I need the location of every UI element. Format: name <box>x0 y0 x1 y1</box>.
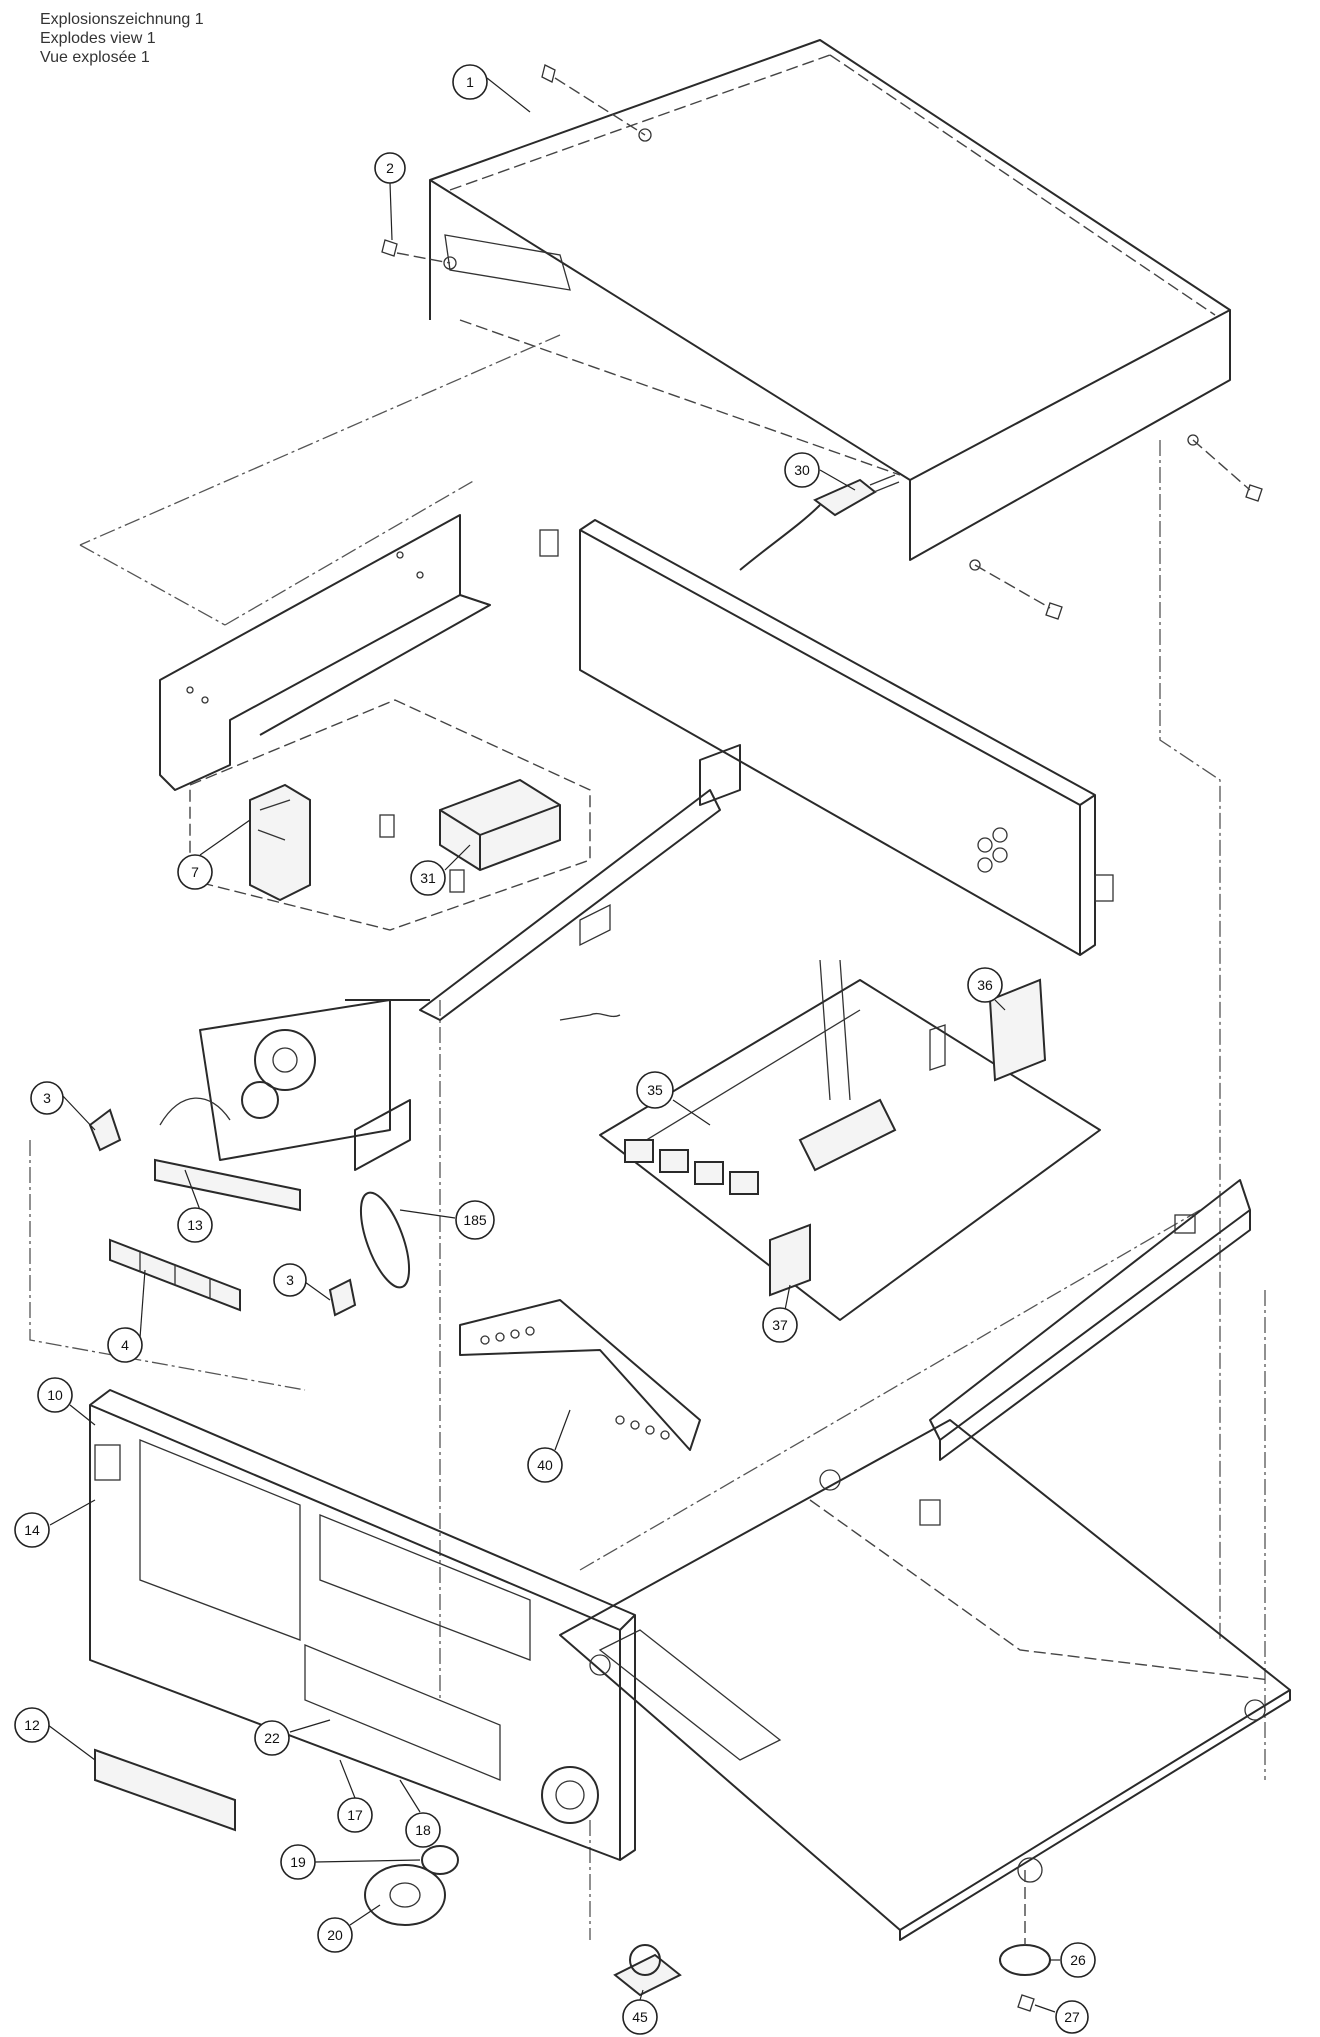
belt <box>359 1191 411 1289</box>
svg-text:45: 45 <box>632 2009 648 2025</box>
title-fr: Vue explosée 1 <box>40 49 150 66</box>
chassis-frame <box>345 744 741 1021</box>
svg-text:35: 35 <box>647 1082 663 1098</box>
top-cover <box>429 39 1231 571</box>
callout-3a: 3 <box>30 1081 64 1115</box>
callout-13: 13 <box>177 1207 213 1243</box>
svg-text:14: 14 <box>24 1522 40 1538</box>
socket <box>613 1944 682 1997</box>
svg-text:27: 27 <box>1064 2009 1080 2025</box>
callout-27: 27 <box>1055 2000 1089 2034</box>
screws-top <box>381 64 1263 620</box>
right-switch <box>929 978 1047 1082</box>
svg-text:22: 22 <box>264 1730 280 1746</box>
svg-text:185: 185 <box>463 1212 487 1228</box>
rear-panel <box>539 519 1114 956</box>
left-bracket <box>159 514 491 791</box>
callout-185: 185 <box>455 1200 495 1240</box>
callout-19: 19 <box>280 1844 316 1880</box>
callout-18: 18 <box>405 1812 441 1848</box>
svg-text:12: 12 <box>24 1717 40 1733</box>
callout-7: 7 <box>177 854 213 890</box>
svg-text:36: 36 <box>977 977 993 993</box>
callout-12: 12 <box>14 1707 50 1743</box>
callout-4: 4 <box>107 1327 143 1363</box>
svg-text:37: 37 <box>772 1317 788 1333</box>
svg-text:7: 7 <box>191 864 199 880</box>
callout-30: 30 <box>784 452 820 488</box>
power-cord <box>739 474 900 571</box>
guide-lines <box>29 334 1266 1940</box>
svg-text:30: 30 <box>794 462 810 478</box>
transformer-assembly <box>189 699 591 931</box>
foot <box>999 1870 1051 2012</box>
svg-text:10: 10 <box>47 1387 63 1403</box>
bottom-plate <box>559 1419 1291 1941</box>
callout-31: 31 <box>410 860 446 896</box>
volume-knob <box>364 1845 459 1926</box>
main-pcb <box>599 959 1101 1321</box>
callout-40: 40 <box>527 1447 563 1483</box>
svg-text:26: 26 <box>1070 1952 1086 1968</box>
title-de: Explosionszeichnung 1 <box>40 11 204 28</box>
svg-text:13: 13 <box>187 1217 203 1233</box>
callout-36: 36 <box>967 967 1003 1003</box>
button-strip <box>109 1238 241 1312</box>
svg-text:19: 19 <box>290 1854 306 1870</box>
svg-text:20: 20 <box>327 1927 343 1943</box>
svg-text:40: 40 <box>537 1457 553 1473</box>
callout-26: 26 <box>1060 1942 1096 1978</box>
callout-2: 2 <box>374 152 406 184</box>
svg-text:31: 31 <box>420 870 436 886</box>
title-block: Explosionszeichnung 1 Explodes view 1 Vu… <box>40 10 204 67</box>
svg-text:3: 3 <box>286 1272 294 1288</box>
front-panel <box>89 1389 636 1861</box>
side-bracket <box>919 1179 1251 1526</box>
callout-14: 14 <box>14 1512 50 1548</box>
tape-door <box>94 1748 236 1832</box>
svg-text:3: 3 <box>43 1090 51 1106</box>
svg-text:18: 18 <box>415 1822 431 1838</box>
led-pcb <box>459 1299 701 1451</box>
svg-text:4: 4 <box>121 1337 129 1353</box>
callouts: 1 2 30 7 31 3 13 185 4 3 35 36 37 40 10 … <box>14 64 1096 2035</box>
callout-20: 20 <box>317 1917 353 1953</box>
svg-text:2: 2 <box>386 160 394 176</box>
svg-text:1: 1 <box>466 74 474 90</box>
callout-10: 10 <box>37 1377 73 1413</box>
small-lever <box>88 1108 357 1317</box>
callout-45: 45 <box>622 1999 658 2035</box>
callout-37: 37 <box>762 1307 798 1343</box>
callout-1: 1 <box>452 64 488 100</box>
callout-3b: 3 <box>273 1263 307 1297</box>
callout-35: 35 <box>636 1071 674 1109</box>
svg-text:17: 17 <box>347 1807 363 1823</box>
callout-22: 22 <box>254 1720 290 1756</box>
title-en: Explodes view 1 <box>40 30 156 47</box>
tape-mechanism <box>154 999 411 1212</box>
callout-17: 17 <box>337 1797 373 1833</box>
